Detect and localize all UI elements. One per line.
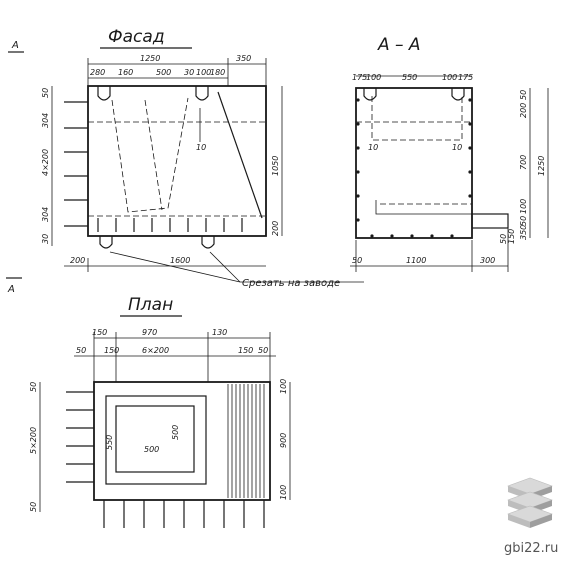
facade-subdim-5: 180: [210, 68, 225, 77]
facade-bottom-dim-1: 1600: [170, 256, 190, 265]
section-small-dim-1: 50: [499, 234, 508, 244]
facade-left-dim-2: 4×200: [41, 149, 50, 176]
facade-right-dim-0: 1050: [271, 156, 280, 176]
section-outer-dim: 1250: [537, 156, 546, 176]
section-top-dim-3: 100: [442, 73, 457, 82]
bottom-loop-left: [99, 236, 113, 249]
facade-right-dim-1: 200: [271, 221, 280, 236]
section-rebar-dots: [356, 98, 472, 238]
plan-title: План: [128, 295, 173, 315]
plan-subdim-0: 50: [76, 346, 86, 355]
facade-left-dim-1: 304: [41, 113, 50, 128]
lifting-loop-right: [195, 86, 209, 101]
plan-top-dim-1: 970: [142, 328, 157, 337]
facade-title: Фасад: [108, 27, 165, 47]
facade-bottom-dim-0: 200: [70, 256, 85, 265]
stacked-slabs-logo-icon: [507, 477, 553, 528]
facade-subdim-4: 100: [196, 68, 211, 77]
plan-body: [93, 381, 271, 501]
section-top-dim-2: 550: [402, 73, 417, 82]
plan-hatch: [227, 384, 265, 498]
plan-right-dim-2: 100: [279, 485, 288, 500]
facade-rebars: [97, 218, 243, 232]
facade-subdim-3: 30: [184, 68, 194, 77]
plan-subdim-1: 150: [104, 346, 119, 355]
facade-body: [87, 85, 267, 237]
facade-funnel-mid: [144, 99, 163, 211]
section-right-dim-1: 200: [519, 103, 528, 118]
plan-right-dim-1: 900: [279, 433, 288, 448]
note-leader-1: [109, 251, 241, 283]
plan-opening: [115, 405, 195, 473]
section-loop-right: [451, 88, 465, 101]
section-bottom-dim-0: 50: [352, 256, 362, 265]
note-leader-2: [209, 251, 241, 283]
section-right-dim-3: 100: [519, 199, 528, 214]
plan-left-dim-1: 5×200: [29, 427, 38, 454]
bottom-loop-right: [201, 236, 215, 249]
section-right-dim-4: 50: [519, 216, 528, 226]
facade-dim-top-1: 350: [236, 54, 251, 63]
plan-inner-dim-2: 500: [171, 425, 180, 440]
watermark: gbi22.ru: [504, 477, 558, 556]
plan-subdim-4: 50: [258, 346, 268, 355]
facade-left-rebars: [64, 101, 88, 227]
plan-view: План: [29, 295, 291, 528]
plan-left-dim-2: 50: [29, 502, 38, 512]
plan-top-dim-2: 130: [212, 328, 227, 337]
facade-left-dim-0: 50: [41, 88, 50, 98]
section-aa-hole: [371, 96, 463, 141]
facade-subdim-0: 280: [90, 68, 105, 77]
plan-subdim-3: 150: [238, 346, 253, 355]
facade-cut-line: [217, 91, 263, 219]
section-mark-top: А: [11, 40, 19, 51]
section-small-dim-0: 150: [507, 229, 516, 244]
section-top-dim-4: 175: [458, 73, 473, 82]
plan-inner-frame: [105, 395, 207, 485]
section-aa-view: А – А: [350, 35, 549, 272]
section-right-dim-2: 700: [519, 155, 528, 170]
section-hole-mark-1: 10: [452, 143, 462, 152]
facade-funnel: [111, 97, 189, 213]
section-aa-title: А – А: [377, 35, 421, 55]
section-bottom-dim-2: 300: [480, 256, 495, 265]
plan-subdim-2: 6×200: [142, 346, 169, 355]
factory-cut-note: Срезать на заводе: [242, 278, 340, 289]
plan-inner-dim-1: 500: [144, 445, 159, 454]
plan-right-dim-0: 100: [279, 379, 288, 394]
plan-left-dim-0: 50: [29, 382, 38, 392]
facade-left-dim-4: 30: [41, 234, 50, 244]
facade-subdim-1: 160: [118, 68, 133, 77]
section-hole-mark-0: 10: [368, 143, 378, 152]
section-aa-ledge: [375, 200, 472, 215]
plan-inner-dim-0: 550: [105, 435, 114, 450]
section-right-dim-0: 50: [519, 90, 528, 100]
lifting-loop-left: [97, 86, 111, 101]
facade-left-dim-3: 304: [41, 207, 50, 222]
section-loop-left: [363, 88, 377, 101]
facade-view: Фасад А А: [6, 27, 364, 295]
facade-hole-mark-0: 10: [196, 143, 206, 152]
section-top-dim-0: 175: [352, 73, 367, 82]
section-aa-ledge-right: [471, 213, 509, 229]
facade-subdim-2: 500: [156, 68, 171, 77]
plan-left-rebars: [66, 391, 94, 483]
section-aa-body: [355, 87, 473, 239]
plan-top-dim-0: 150: [92, 328, 107, 337]
section-bottom-dim-1: 1100: [406, 256, 426, 265]
section-right-dim-5: 350: [519, 225, 528, 240]
watermark-text: gbi22.ru: [504, 541, 558, 556]
facade-dim-top-0: 1250: [140, 54, 160, 63]
plan-bottom-rebars: [103, 500, 265, 528]
section-top-dim-1: 100: [366, 73, 381, 82]
section-mark-bottom: А: [7, 284, 15, 295]
